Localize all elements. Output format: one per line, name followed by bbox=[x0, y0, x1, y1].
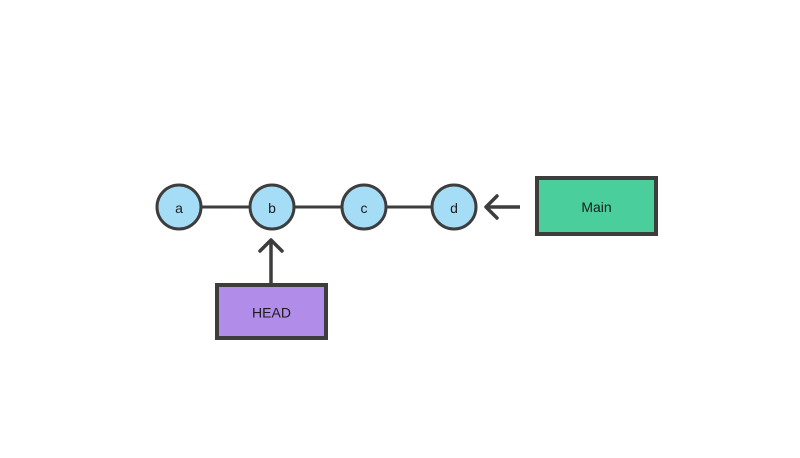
branch-box-label: Main bbox=[581, 199, 611, 215]
head-box-rect[interactable] bbox=[215, 283, 328, 340]
commit-label: a bbox=[175, 200, 183, 216]
branch-label-box[interactable]: Main bbox=[535, 176, 658, 236]
arrow-head-up-icon bbox=[258, 238, 284, 253]
commit-label: d bbox=[450, 200, 458, 216]
commit-label: b bbox=[268, 200, 276, 216]
branch-box-rect[interactable] bbox=[535, 176, 658, 236]
branch-pointer-arrow bbox=[484, 194, 520, 220]
commit-circle[interactable] bbox=[155, 183, 203, 231]
head-pointer-arrow bbox=[258, 238, 284, 283]
commit-circle[interactable] bbox=[248, 183, 296, 231]
commit-circle[interactable] bbox=[340, 183, 388, 231]
head-box-label: HEAD bbox=[252, 305, 291, 321]
commit-node-d[interactable]: d bbox=[430, 183, 478, 231]
head-label-box[interactable]: HEAD bbox=[215, 283, 328, 340]
commit-nodes: a b c d bbox=[155, 183, 478, 231]
commit-node-b[interactable]: b bbox=[248, 183, 296, 231]
arrow-head-left-icon bbox=[484, 194, 499, 220]
commit-label: c bbox=[361, 200, 368, 216]
commit-node-c[interactable]: c bbox=[340, 183, 388, 231]
commit-circle[interactable] bbox=[430, 183, 478, 231]
commit-node-a[interactable]: a bbox=[155, 183, 203, 231]
